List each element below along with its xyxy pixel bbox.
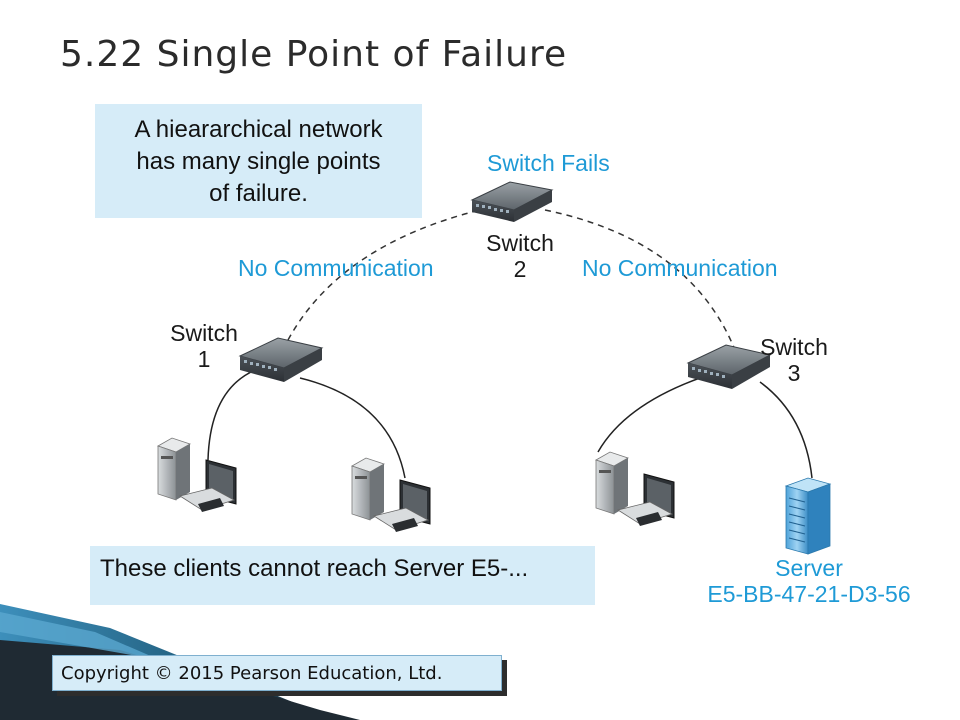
desktop-computer-icon — [595, 451, 675, 526]
switch-3-icon — [686, 344, 772, 389]
no-communication-right-label: No Communication — [582, 255, 778, 281]
switch-2-label-line1: Switch — [486, 230, 554, 256]
switch-1-label-line1: Switch — [170, 320, 238, 346]
hierarchy-callout: A hieararchical network has many single … — [95, 104, 422, 218]
switch-2-label: Switch 2 — [478, 230, 562, 282]
link-switch3-server — [759, 381, 813, 479]
switch-fails-label: Switch Fails — [487, 150, 610, 176]
link-switch1-client1 — [207, 369, 256, 461]
callout-line: A hieararchical network — [134, 116, 383, 143]
copyright-notice: Copyright © 2015 Pearson Education, Ltd. — [52, 655, 502, 691]
link-switch1-client2 — [299, 377, 406, 479]
desktop-computer-icon — [351, 457, 431, 532]
clients-callout: These clients cannot reach Server E5-... — [90, 546, 595, 605]
switch-1-label-line2: 1 — [197, 346, 211, 372]
server-label-line1: Server — [775, 555, 843, 581]
switch-2-icon — [470, 181, 554, 222]
switch-3-label-line1: Switch — [760, 334, 828, 360]
failed-link-left — [287, 209, 481, 341]
switch-2-label-line2: 2 — [513, 256, 527, 282]
desktop-computer-icon — [157, 437, 237, 512]
switch-1-icon — [238, 337, 324, 382]
failed-link-right — [544, 209, 736, 351]
callout-line: of failure. — [209, 180, 308, 207]
switch-1-label: Switch 1 — [162, 320, 246, 372]
slide-title: 5.22 Single Point of Failure — [60, 34, 568, 75]
switch-3-label: Switch 3 — [752, 334, 836, 386]
server-label: Server E5-BB-47-21-D3-56 — [688, 555, 930, 607]
callout-line: has many single points — [136, 148, 381, 175]
no-communication-left-label: No Communication — [238, 255, 434, 281]
server-icon — [784, 477, 832, 555]
server-label-line2: E5-BB-47-21-D3-56 — [707, 581, 911, 607]
switch-3-label-line2: 3 — [787, 360, 801, 386]
link-switch3-client3 — [597, 377, 701, 453]
